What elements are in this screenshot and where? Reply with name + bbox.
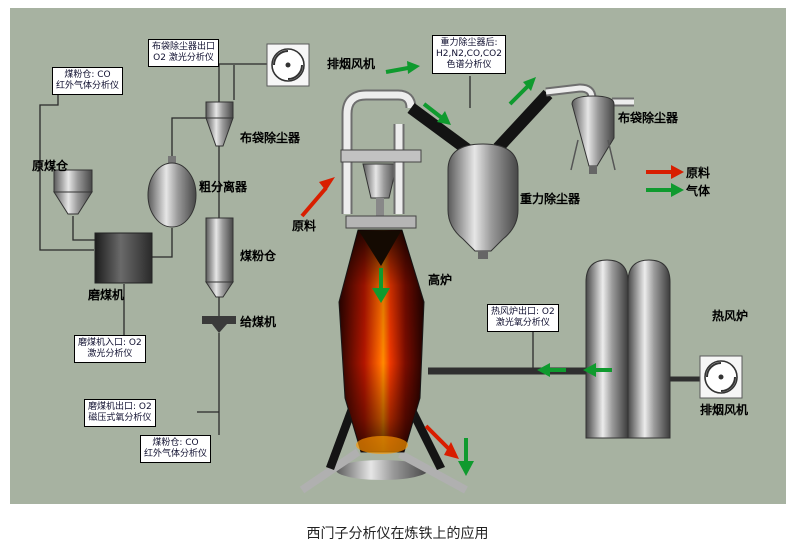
process-diagram [10,8,786,504]
uptake-pipe-arch [343,91,415,214]
analyzer-box-line: 红外气体分析仪 [144,449,208,459]
label-coal-powder-bunker: 煤粉仓 [240,249,277,263]
bag-filter-right [570,95,616,174]
analyzer-box-line: 热风炉出口: O2 [491,307,555,317]
blast-furnace [299,89,468,494]
label-coal-mill: 磨煤机 [88,288,125,302]
hot-blast-stoves [585,259,671,439]
label-bag-filter-left: 布袋除尘器 [240,131,301,145]
analyzer-box-line: 磨煤机出口: O2 [88,402,152,412]
bag-filter-left [205,101,234,147]
downcomer-pipe [407,103,472,155]
legend-material-label: 原料 [686,166,711,180]
charging-chute [376,198,384,216]
analyzer-box-line: 重力除尘器后: [440,38,498,48]
label-coal-feeder: 给煤机 [240,315,277,329]
analyzer-box-mill-inlet: 磨煤机入口: O2 激光分析仪 [74,335,146,363]
coal-powder-bunker [205,217,234,298]
label-coarse-separator: 粗分离器 [199,180,248,194]
legend-gas-label: 气体 [686,184,711,198]
analyzer-box-coal-powder-bunker-bottom: 煤粉仓: CO 红外气体分析仪 [140,435,212,463]
furnace-bell [359,231,401,266]
hearth-glow [356,436,408,454]
analyzer-box-line: 磨煤机入口: O2 [78,338,142,348]
analyzer-box-line: 布袋除尘器出口 [152,42,216,52]
analyzer-box-bag-filter-outlet: 布袋除尘器出口 O2 激光分析仪 [148,39,220,67]
collector-to-filter-pipe [493,89,553,153]
diagram-graphics [39,43,743,494]
coal-mill [94,232,153,284]
label-raw-material: 原料 [292,219,317,233]
analyzer-box-coal-powder-bunker-top: 煤粉仓: CO 红外气体分析仪 [52,67,124,95]
iron-runner [398,450,468,494]
analyzer-box-line: 红外气体分析仪 [56,81,120,91]
charging-hopper [362,163,398,199]
analyzer-box-line: 煤粉仓: CO [64,70,111,80]
exhaust-fan-top-icon [266,43,310,87]
analyzer-box-line: 煤粉仓: CO [152,438,199,448]
label-blast-furnace: 高炉 [428,273,453,287]
furnace-top-platform [345,215,417,229]
slag-runner [299,448,361,494]
furnace-shading [339,230,424,452]
gas-flow-arrows [372,61,684,476]
analyzer-box-line: 激光氧分析仪 [495,318,550,328]
exhaust-fan-right-icon [699,355,743,399]
analyzer-box-line: O2 激光分析仪 [153,53,214,63]
analyzer-box-line: 激光分析仪 [87,349,133,359]
label-raw-coal-bunker: 原煤仓 [32,159,69,173]
analyzer-box-line: H2,N2,CO,CO2 [436,49,502,59]
caption: 西门子分析仪在炼铁上的应用 [306,526,489,542]
label-hot-blast-stove: 热风炉 [712,309,749,323]
furnace-leg-left [326,405,357,470]
analyzer-box-stove-outlet: 热风炉出口: O2 激光氧分析仪 [487,304,559,332]
furnace-top-ring [340,149,422,163]
analyzer-box-after-gravity-collector: 重力除尘器后: H2,N2,CO,CO2 色谱分析仪 [432,35,506,74]
analyzer-box-line: 磁压式氧分析仪 [88,413,152,423]
label-bag-filter-right: 布袋除尘器 [618,111,679,125]
label-exhaust-fan-top: 排烟风机 [327,57,376,71]
raw-coal-bunker [53,169,93,215]
coal-feeder [202,316,236,333]
gravity-dust-collector [447,143,519,259]
material-flow-arrows [300,165,684,459]
furnace-leg-right [406,405,445,470]
analyzer-box-line: 色谱分析仪 [446,60,492,70]
analyzer-box-mill-outlet: 磨煤机出口: O2 磁压式氧分析仪 [84,399,156,427]
furnace-base [336,460,428,480]
coarse-separator [147,156,197,228]
label-gravity-collector: 重力除尘器 [520,192,581,206]
label-exhaust-fan-right: 排烟风机 [700,403,749,417]
